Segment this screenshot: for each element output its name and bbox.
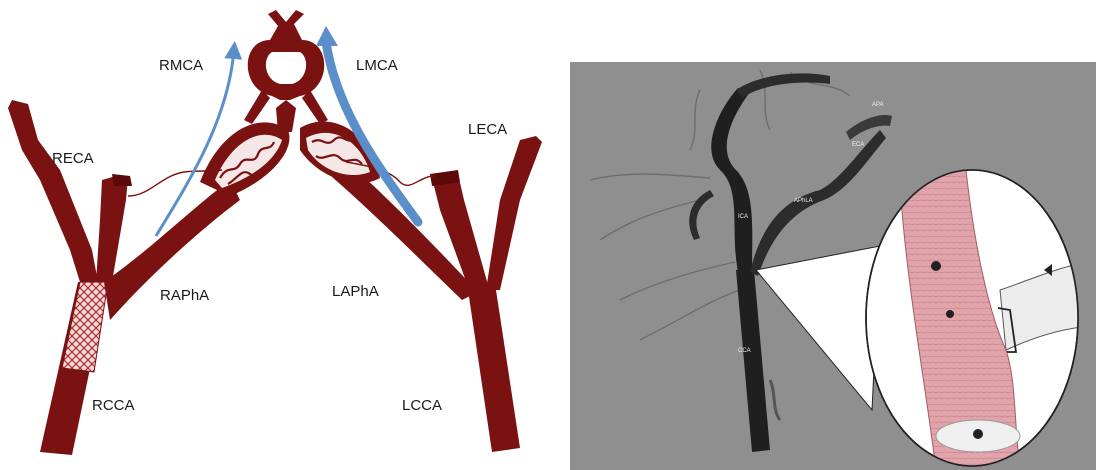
right-common-carotid-artery <box>40 282 108 455</box>
label-lapha: LAPhA <box>332 283 379 300</box>
label-reca: RECA <box>52 150 94 167</box>
label-lmca: LMCA <box>356 57 398 74</box>
angio-label-ica: ICA <box>738 214 748 220</box>
label-rmca: RMCA <box>159 57 203 74</box>
right-external-carotid-artery <box>8 100 98 282</box>
left-common-carotid-artery <box>468 290 520 452</box>
angio-label-cca: CCA <box>738 348 751 354</box>
label-rcca: RCCA <box>92 397 135 414</box>
label-rapha: RAPhA <box>160 287 209 304</box>
angio-label-apa: APA <box>872 102 884 108</box>
angio-label-eca: ECA <box>852 142 864 148</box>
angiogram-panel: ICA APhLA ECA APA CCA <box>570 62 1096 470</box>
label-lcca: LCCA <box>402 397 442 414</box>
label-leca: LECA <box>468 121 507 138</box>
left-external-carotid-artery <box>486 136 542 290</box>
inset-marker <box>931 261 941 271</box>
vessel-schematic: RMCA LMCA RECA LECA RAPhA LAPhA RCCA LCC… <box>8 10 542 455</box>
angio-label-aphla: APhLA <box>794 198 813 204</box>
